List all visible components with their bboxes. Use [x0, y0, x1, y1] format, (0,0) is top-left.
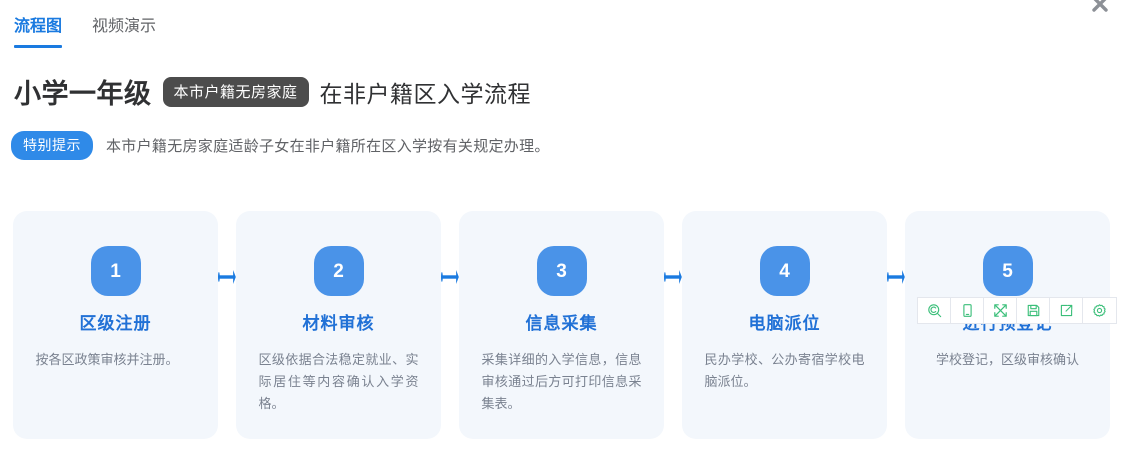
save-button[interactable] [1017, 298, 1050, 323]
tab-flowchart[interactable]: 流程图 [14, 16, 63, 48]
image-tools-toolbar [917, 297, 1117, 324]
step-card-4[interactable]: 4 电脑派位 民办学校、公办寄宿学校电脑派位。 [682, 211, 887, 439]
zoom-search-icon [927, 304, 941, 318]
share-export-icon [1060, 304, 1072, 317]
step-card-2[interactable]: 2 材料审核 区级依据合法稳定就业、实际居住等内容确认入学资格。 [236, 211, 441, 439]
share-export-button[interactable] [1050, 298, 1083, 323]
flow-steps: 1 区级注册 按各区政策审核并注册。 2 材料审核 区级依据合法稳定就业、实际居… [13, 211, 1110, 439]
close-button[interactable] [1089, 0, 1111, 15]
step-title-4: 电脑派位 [748, 314, 821, 333]
zoom-search-button[interactable] [918, 298, 951, 323]
step-desc-2: 区级依据合法稳定就业、实际居住等内容确认入学资格。 [258, 352, 419, 411]
connector-2-3 [441, 211, 459, 439]
arrow-icon [441, 270, 459, 284]
step-desc-5: 学校登记，区级审核确认 [935, 352, 1079, 367]
step-card-3[interactable]: 3 信息采集 采集详细的入学信息，信息审核通过后方可打印信息采集表。 [459, 211, 664, 439]
arrow-icon [887, 270, 905, 284]
close-icon [1092, 0, 1108, 12]
mobile-preview-button[interactable] [951, 298, 984, 323]
connector-4-5 [887, 211, 905, 439]
arrow-icon [664, 270, 682, 284]
page-title-main: 小学一年级 [14, 79, 152, 109]
step-title-1: 区级注册 [79, 314, 152, 333]
connector-3-4 [664, 211, 682, 439]
step-card-1[interactable]: 1 区级注册 按各区政策审核并注册。 [13, 211, 218, 439]
step-number-2: 2 [313, 246, 364, 296]
step-desc-3: 采集详细的入学信息，信息审核通过后方可打印信息采集表。 [481, 352, 642, 411]
page-title-chip: 本市户籍无房家庭 [162, 76, 309, 107]
step-title-2: 材料审核 [302, 314, 375, 333]
save-floppy-icon [1027, 304, 1039, 317]
arrow-icon [218, 270, 236, 284]
notice-row: 特别提示 本市户籍无房家庭适龄子女在非户籍所在区入学按有关规定办理。 [11, 131, 550, 160]
settings-button[interactable] [1083, 298, 1116, 323]
step-number-5: 5 [982, 246, 1033, 296]
notice-text: 本市户籍无房家庭适龄子女在非户籍所在区入学按有关规定办理。 [106, 138, 550, 155]
notice-badge: 特别提示 [11, 131, 93, 160]
step-desc-4: 民办学校、公办寄宿学校电脑派位。 [704, 352, 865, 389]
connector-1-2 [218, 211, 236, 439]
tab-video-demo[interactable]: 视频演示 [92, 16, 156, 48]
step-desc-1: 按各区政策审核并注册。 [35, 352, 179, 367]
step-number-4: 4 [759, 246, 810, 296]
fullscreen-expand-icon [993, 304, 1007, 317]
step-number-3: 3 [536, 246, 587, 296]
gear-settings-icon [1093, 304, 1106, 317]
fullscreen-expand-button[interactable] [984, 298, 1017, 323]
step-number-1: 1 [90, 246, 141, 296]
page-title: 小学一年级 本市户籍无房家庭 在非户籍区入学流程 [14, 72, 531, 111]
step-card-5[interactable]: 5 进行预登记 学校登记，区级审核确认 [905, 211, 1110, 439]
mobile-preview-icon [962, 304, 972, 317]
step-title-3: 信息采集 [525, 314, 598, 333]
tab-flowchart-label: 流程图 [14, 18, 63, 35]
tab-video-demo-label: 视频演示 [92, 18, 157, 35]
tab-bar: 流程图 视频演示 [14, 16, 156, 48]
page-title-tail: 在非户籍区入学流程 [319, 80, 532, 107]
